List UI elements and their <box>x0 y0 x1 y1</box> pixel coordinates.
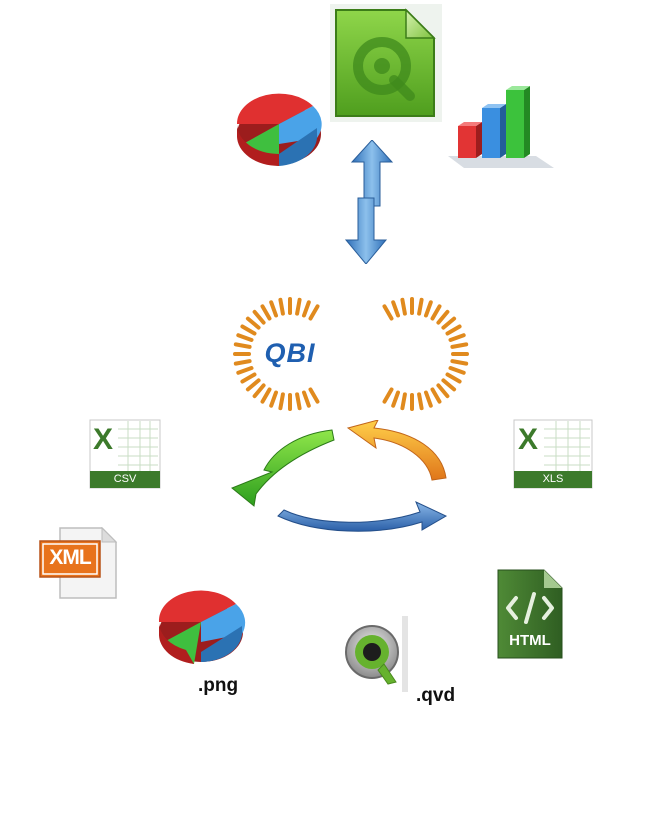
logo-ring-dash <box>450 359 469 366</box>
logo-ring-dash <box>233 342 252 349</box>
logo-ring-dash <box>302 300 311 318</box>
bidirectional-arrow-icon <box>344 140 394 264</box>
logo-ring-dash <box>252 383 266 399</box>
logo-ring-dash <box>417 297 424 316</box>
logo-ring-dash <box>448 366 466 375</box>
logo-ring-dash <box>424 390 433 408</box>
qlik-document-icon <box>330 4 442 122</box>
logo-ring-dash <box>436 383 450 399</box>
png-label: .png <box>198 675 239 696</box>
logo-ring-dash <box>382 387 394 404</box>
excel-xls-icon: X XLS <box>512 419 594 489</box>
pie-chart-icon <box>233 80 325 172</box>
xml-label: XML <box>49 546 91 569</box>
logo-ring-dash <box>391 300 400 318</box>
logo-ring-dash <box>450 342 469 349</box>
logo-ring-dash <box>233 359 252 366</box>
logo-ring-dash <box>236 366 254 375</box>
logo-ring-dash <box>269 390 278 408</box>
csv-label: CSV <box>113 473 137 485</box>
logo-ring-dash <box>436 309 450 325</box>
pie-chart-icon <box>156 582 246 666</box>
logo-ring-dash <box>278 392 285 411</box>
qbi-logo: QBI <box>216 292 488 416</box>
logo-ring-dash <box>441 378 457 392</box>
logo-ring-dash <box>445 372 462 384</box>
logo-ring-dash <box>308 304 320 321</box>
cycle-arrows-icon <box>228 420 454 534</box>
html-file-icon: HTML <box>496 568 564 660</box>
logo-ring-dash <box>302 390 311 408</box>
logo-ring-dash <box>430 387 442 404</box>
logo-ring-dash <box>430 304 442 321</box>
logo-ring-dash <box>400 297 407 316</box>
logo-ring-dash <box>417 392 424 411</box>
bar-chart-icon <box>444 84 558 172</box>
logo-ring-left <box>233 297 320 411</box>
html-label: HTML <box>509 632 551 649</box>
logo-ring-dash <box>240 372 257 384</box>
logo-ring-dash <box>295 392 302 411</box>
logo-ring-dash <box>245 378 261 392</box>
logo-ring-dash <box>382 304 394 321</box>
qlik-qvd-icon <box>340 614 410 694</box>
xml-file-icon: XML <box>38 527 118 599</box>
logo-ring-dash <box>424 300 433 318</box>
logo-ring-dash <box>252 309 266 325</box>
xls-label: XLS <box>542 473 564 485</box>
logo-ring-dash <box>441 316 457 330</box>
logo-ring-dash <box>245 316 261 330</box>
logo-ring-dash <box>278 297 285 316</box>
logo-ring-dash <box>260 387 272 404</box>
logo-ring-dash <box>260 304 272 321</box>
logo-ring-dash <box>391 390 400 408</box>
logo-ring-dash <box>445 324 462 336</box>
logo-text: QBI <box>264 338 315 368</box>
logo-ring-dash <box>308 387 320 404</box>
logo-ring-dash <box>448 333 466 342</box>
svg-text:X: X <box>93 423 113 456</box>
logo-ring-dash <box>240 324 257 336</box>
logo-ring-dash <box>400 392 407 411</box>
svg-text:X: X <box>518 423 538 456</box>
logo-ring-dash <box>236 333 254 342</box>
logo-ring-dash <box>295 297 302 316</box>
excel-csv-icon: X CSV <box>88 419 162 489</box>
logo-ring-right <box>382 297 469 411</box>
qvd-label: .qvd <box>416 685 456 706</box>
logo-ring-dash <box>269 300 278 318</box>
